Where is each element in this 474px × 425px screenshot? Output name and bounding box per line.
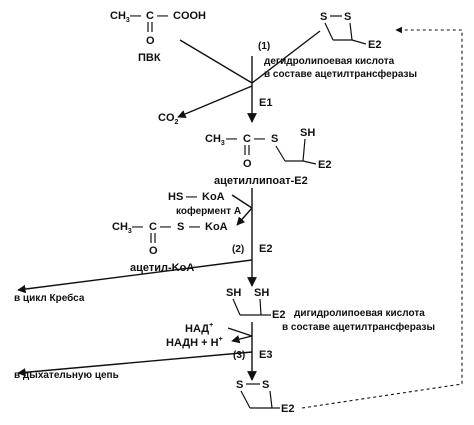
pvk-cooh: COOH	[173, 10, 206, 22]
acetyl-lipoate-chain-sh	[302, 138, 306, 162]
ring-bottom-right-edge	[269, 390, 273, 409]
acetyl-lipoate-e2: E2	[318, 159, 331, 171]
step1-enzyme: E1	[259, 97, 272, 109]
acetyl-coa-name: ацетил-KoA	[130, 262, 194, 274]
pvk-dash-2: —	[157, 10, 168, 22]
acetyl-coa-dash-1: —	[132, 221, 143, 233]
coa-block: HS — KoA кофермент A CH3 — C — S — KoA O…	[112, 191, 241, 274]
dihydrolipoic-formula: SH SH E2	[226, 287, 285, 321]
dihydro-sh1: SH	[226, 287, 241, 299]
acetyl-lipoate-chain-1	[275, 145, 286, 162]
step2-arrows: (2) E2	[17, 188, 272, 294]
ring-bottom-s2: S	[262, 379, 269, 391]
ring-top-tail	[351, 39, 367, 45]
ring-bottom-left-edge	[240, 390, 251, 409]
pvk-c: C	[146, 10, 154, 22]
acetyl-coa-dash-2: —	[160, 221, 171, 233]
acetyl-coa-exit-arrow	[236, 207, 253, 226]
respiratory-chain-arrow	[17, 351, 253, 377]
nad-label: НАД+	[185, 322, 213, 335]
pyruvate-formula: CH3 — C — COOH O ПВК	[110, 10, 206, 64]
hs-dash: —	[186, 191, 197, 203]
acetyl-coa-s: S	[177, 221, 184, 233]
dihydro-chain-right	[259, 298, 262, 316]
acetyl-lipoate-dash-2: —	[254, 133, 265, 145]
co2-product: CO2	[158, 112, 179, 126]
acetyl-coa-ch3: CH3	[112, 221, 132, 235]
dihydro-label-line2: в составе ацетилтрансферазы	[282, 321, 435, 333]
lipoic-top-label-line1: дегидролипоевая кислота	[264, 56, 395, 67]
hs-label: HS	[168, 191, 183, 203]
ring-bottom-s1: S	[236, 379, 243, 391]
ring-to-junction-line	[251, 30, 321, 84]
step2-number: (2)	[232, 244, 244, 255]
step3-arrows: (3) E3	[17, 322, 272, 381]
acetyl-lipoate-o: O	[243, 158, 252, 170]
ring-top-e2: E2	[368, 39, 381, 51]
coa-entry-line	[231, 194, 253, 209]
respiratory-chain-label: в дыхательную цепь	[14, 370, 119, 381]
step2-enzyme: E2	[259, 243, 272, 255]
pvk-name: ПВК	[138, 52, 161, 64]
pvk-to-junction-line	[179, 39, 253, 84]
acetyl-lipoate-c: C	[243, 133, 251, 145]
krebs-label: в цикл Кребса	[14, 292, 85, 304]
coenzyme-a-label: кофермент A	[176, 205, 241, 217]
step1-number: (1)	[258, 41, 270, 52]
ring-top-s1: S	[320, 11, 327, 23]
dihydro-label-line1: дигидролипоевая кислота	[294, 308, 425, 319]
ring-bottom-e2: E2	[281, 403, 294, 415]
pvk-dash-1: —	[130, 10, 141, 22]
acetyl-coa-o: O	[149, 245, 158, 257]
krebs-arrow	[17, 259, 253, 294]
lipoic-ring-top: S S E2	[320, 11, 381, 51]
acetyl-lipoate-chain-3	[302, 160, 317, 165]
pvk-ch3: CH3	[110, 10, 130, 24]
dihydro-e2: E2	[272, 309, 285, 321]
pvk-o: O	[146, 35, 155, 47]
acetyl-lipoate-dash-1: —	[226, 133, 237, 145]
co2-release-arrow	[177, 85, 253, 118]
ring-top-right-edge	[349, 22, 353, 41]
ring-top-left-edge	[324, 22, 334, 41]
acetyl-lipoate-formula: CH3 — C — S SH O E2 ацетиллипоат-E2	[205, 127, 331, 187]
step3-enzyme: E3	[259, 349, 272, 361]
lipoic-ring-bottom: S S E2	[236, 379, 294, 415]
dihydro-chain-left	[232, 298, 241, 316]
nadh-label: НАДН + Н+	[166, 336, 223, 349]
lipoic-top-label-line2: в составе ацетилтрансферазы	[264, 68, 417, 80]
dihydro-sh2: SH	[254, 287, 269, 299]
ring-top-s2: S	[344, 11, 351, 23]
nad-entry-line	[227, 327, 253, 337]
acetyl-lipoate-s: S	[271, 133, 278, 145]
hs-koa: KoA	[202, 191, 225, 203]
acetyl-lipoate-ch3: CH3	[205, 133, 225, 147]
acetyl-coa-koa: KoA	[205, 221, 228, 233]
step3-number: (3)	[233, 350, 245, 361]
regeneration-dashed-arrow	[301, 26, 463, 409]
acetyl-lipoate-name: ацетиллипоат-E2	[214, 175, 308, 187]
acetyl-lipoate-sh: SH	[300, 127, 315, 139]
nadh-exit-arrow	[231, 335, 253, 344]
acetyl-coa-c: C	[149, 221, 157, 233]
acetyl-coa-dash-3: —	[189, 221, 200, 233]
step1-arrows: (1) E1	[177, 30, 321, 123]
